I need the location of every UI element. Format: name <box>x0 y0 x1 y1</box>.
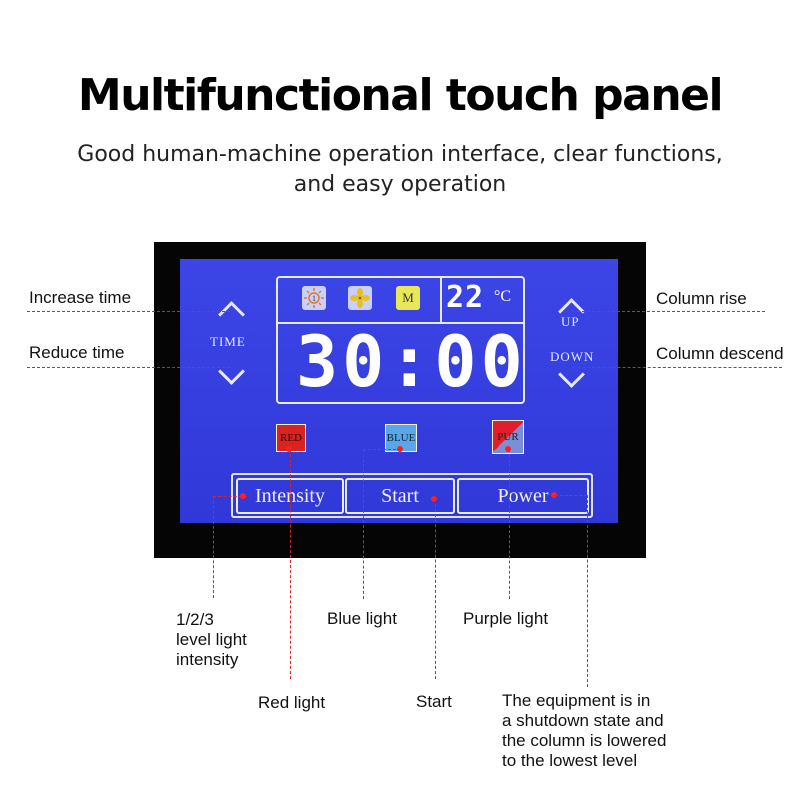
time-label: TIME <box>210 334 246 349</box>
leader-red-dot <box>286 446 292 452</box>
leader-column-rise <box>572 311 765 312</box>
leader-power-v <box>587 495 588 687</box>
leader-purple-dot <box>505 446 511 452</box>
timer-readout: 30:00 <box>296 321 527 403</box>
fan-icon <box>348 286 372 310</box>
subtitle-line-1: Good human-machine operation interface, … <box>77 142 723 167</box>
leader-start-v <box>435 499 436 679</box>
leader-blue-h <box>363 449 401 450</box>
timer-box <box>276 322 525 404</box>
svg-text:1: 1 <box>312 294 316 303</box>
leader-column-descend <box>572 367 782 368</box>
temperature-unit: °C <box>494 288 512 305</box>
leader-purple-v <box>509 449 510 599</box>
annotation-blue-light: Blue light <box>327 609 397 628</box>
leader-power-h <box>555 495 587 496</box>
leader-intensity-dot <box>240 493 246 499</box>
annotation-start: Start <box>416 692 452 711</box>
start-button[interactable]: Start <box>345 478 455 514</box>
leader-power-dot <box>551 492 557 498</box>
annotation-purple-light: Purple light <box>463 609 549 628</box>
leader-intensity-v <box>213 496 214 598</box>
annotation-increase-time: Increase time <box>29 288 132 307</box>
m-mode-icon: M <box>396 286 420 310</box>
down-label: DOWN <box>550 349 595 364</box>
annotation-column-rise: Column rise <box>656 289 747 308</box>
status-divider <box>440 276 442 322</box>
annotation-power: The equipment is in a shutdown state and… <box>502 691 667 770</box>
power-button[interactable]: Power <box>457 478 589 514</box>
page-title: Multifunctional touch panel <box>77 70 724 121</box>
sun-icon: 1 <box>302 286 326 310</box>
leader-intensity-h <box>213 496 247 497</box>
leader-reduce-time <box>27 367 230 368</box>
status-box <box>276 276 525 324</box>
leader-blue-v <box>363 449 364 599</box>
annotation-red-light: Red light <box>258 693 326 712</box>
page-subtitle: Good human-machine operation interface, … <box>0 140 800 200</box>
annotation-column-descend: Column descend <box>656 344 784 363</box>
annotation-intensity: 1/2/3 level light intensity <box>176 610 247 669</box>
leader-increase-time <box>27 311 230 312</box>
leader-red-v <box>290 449 291 679</box>
subtitle-line-2: and easy operation <box>293 172 507 197</box>
button-row <box>231 473 593 518</box>
up-label: UP <box>561 314 580 329</box>
temperature-readout: 22 <box>446 280 485 315</box>
leader-start-dot <box>431 496 437 502</box>
annotation-reduce-time: Reduce time <box>29 343 125 362</box>
